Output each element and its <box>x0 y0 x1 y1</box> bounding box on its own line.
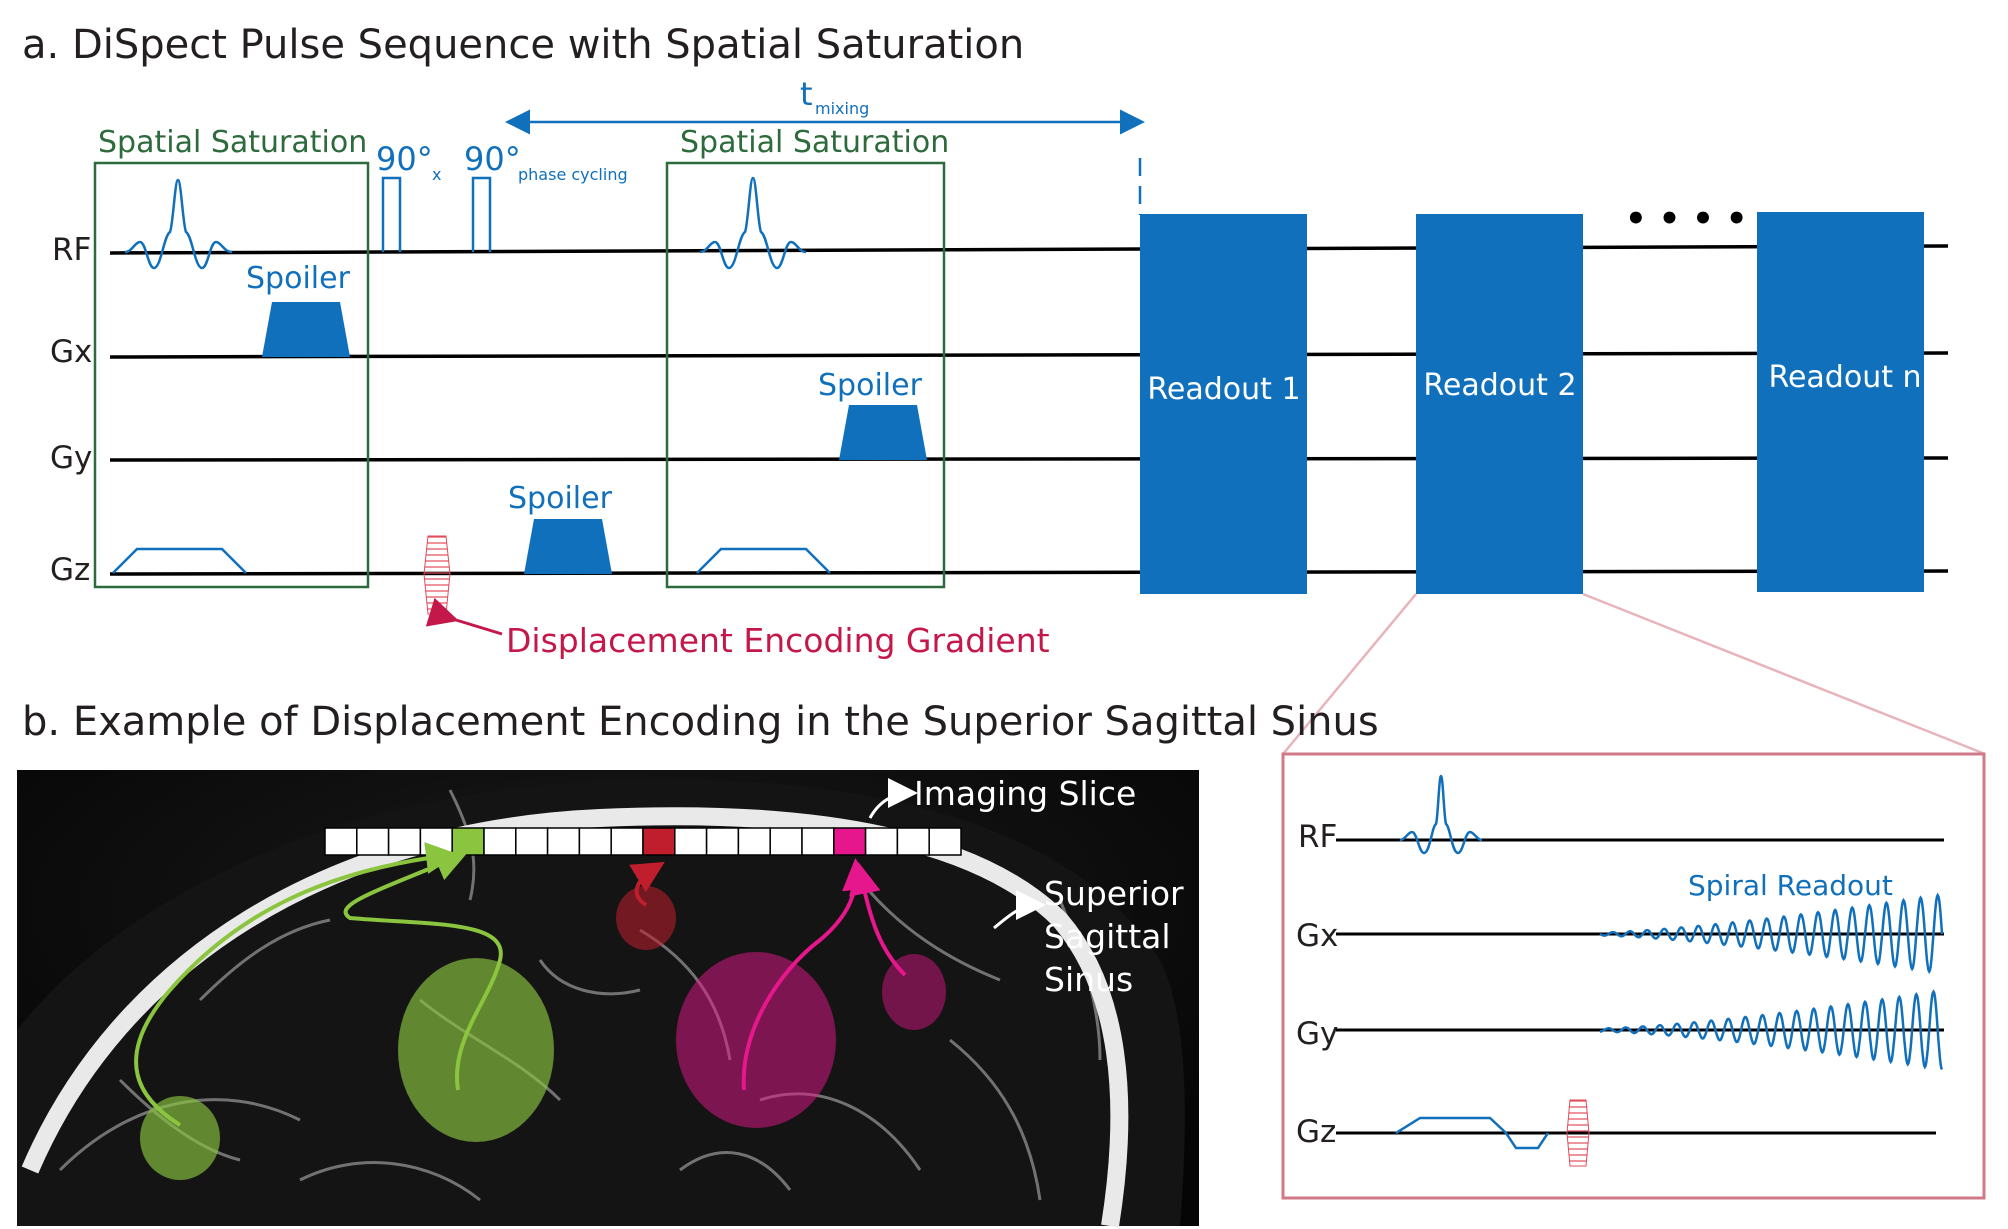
readout-label-n: Readout n <box>1768 360 1921 395</box>
inset-label-rf: RF <box>1298 819 1337 855</box>
spatial-saturation-box-1 <box>93 161 370 589</box>
voxel <box>737 827 771 856</box>
voxel <box>546 827 581 856</box>
gz-slice-select-2 <box>696 547 831 574</box>
timing-baselines <box>109 244 1949 576</box>
voxel <box>483 827 517 856</box>
gz-slice-select-1 <box>112 547 247 574</box>
magenta-region-small <box>882 954 946 1030</box>
voxel <box>451 827 485 856</box>
panel-a-title: a. DiSpect Pulse Sequence with Spatial S… <box>22 22 1024 68</box>
spatial-saturation-label-1: Spatial Saturation <box>98 125 367 160</box>
inset-label-gx: Gx <box>1296 918 1338 954</box>
brain-image: Imaging Slice Superior Sagittal Sinus <box>17 770 1199 1228</box>
green-trajectory-short <box>343 850 503 1091</box>
voxel <box>705 827 740 856</box>
spatial-saturation-label-2: Spatial Saturation <box>680 125 949 160</box>
red-trajectory <box>629 861 665 907</box>
spoiler-gx <box>262 302 350 357</box>
sss-label-line-1: Superior <box>1044 874 1184 913</box>
readout-ellipsis: • • • • <box>1625 199 1747 239</box>
voxel <box>928 827 962 856</box>
readout-label-2: Readout 2 <box>1423 368 1576 403</box>
gy-baseline <box>109 456 1949 462</box>
imaging-slice-label: Imaging Slice <box>914 774 1136 813</box>
pulse2-main: 90° <box>464 140 521 178</box>
voxel <box>896 827 930 856</box>
row-label-gx: Gx <box>50 334 92 370</box>
voxel <box>674 827 708 856</box>
tmixing-main: t <box>800 75 813 113</box>
magenta-region-large <box>676 952 836 1128</box>
voxel <box>801 827 835 856</box>
red-region <box>616 886 676 950</box>
zoom-line-left <box>1282 593 1417 755</box>
sat-rf-sinc-2 <box>699 176 807 270</box>
voxel <box>387 827 422 856</box>
sss-pointer <box>993 890 1046 930</box>
green-region-large <box>398 958 554 1142</box>
pulse1-sub: x <box>432 165 441 184</box>
readout-block-2: Readout 2 <box>1416 214 1583 594</box>
readout-block-n: Readout n <box>1757 212 1924 592</box>
gz-baseline <box>109 569 1949 576</box>
zoom-line-right <box>1582 592 1986 756</box>
displacement-arrow <box>425 597 503 636</box>
pulse1-main: 90° <box>376 140 433 178</box>
row-label-rf: RF <box>52 232 91 268</box>
sss-label-line-2: Sagittal <box>1044 917 1171 956</box>
voxel <box>769 827 803 856</box>
voxel <box>356 827 390 856</box>
imaging-slice-voxels <box>324 827 962 856</box>
rf-pulse-90x <box>381 176 402 252</box>
inset-spiral-gy <box>1600 989 1944 1071</box>
voxel <box>578 827 612 856</box>
inset-rf-sinc <box>1399 774 1483 855</box>
voxel <box>610 827 644 856</box>
voxel <box>419 827 453 856</box>
readout-block-1: Readout 1 <box>1140 214 1307 594</box>
readout-inset-box <box>1281 752 1986 1200</box>
superior-sagittal-sinus-vessel <box>21 807 1129 1228</box>
inset-label-gz: Gz <box>1296 1114 1336 1150</box>
inset-label-gy: Gy <box>1296 1016 1338 1052</box>
spoiler-label-gz: Spoiler <box>508 481 613 516</box>
spiral-readout-label: Spiral Readout <box>1688 869 1893 902</box>
sss-label-line-3: Sinus <box>1044 960 1133 999</box>
spoiler-gz <box>524 519 612 574</box>
inset-gz-slice-select <box>1395 1116 1550 1150</box>
rf-pulse-90-phase <box>471 176 492 252</box>
sat-rf-sinc-1 <box>124 178 233 270</box>
gx-baseline <box>109 351 1949 359</box>
voxel <box>642 827 676 856</box>
inset-row-labels: RF Gx Gy Gz <box>1296 819 1338 1150</box>
displacement-label: Displacement Encoding Gradient <box>506 621 1050 660</box>
row-label-gz: Gz <box>50 552 90 588</box>
imaging-slice-pointer <box>868 778 918 819</box>
voxel <box>833 827 867 856</box>
voxel <box>515 827 549 856</box>
row-label-gy: Gy <box>50 440 92 476</box>
inset-displacement-gradient <box>1566 1099 1590 1167</box>
inset-spiral-gx <box>1599 892 1944 975</box>
green-trajectory-long <box>134 842 458 1127</box>
spoiler-label-gy: Spoiler <box>818 368 923 403</box>
spatial-saturation-box-2 <box>665 161 946 589</box>
green-region-small <box>140 1096 220 1180</box>
pulse2-sub: phase cycling <box>518 165 628 184</box>
rf-baseline <box>109 244 1949 255</box>
magenta-trajectory-small <box>849 862 907 977</box>
readout-label-1: Readout 1 <box>1147 372 1300 407</box>
voxel <box>864 827 899 856</box>
row-labels: RF Gx Gy Gz <box>50 232 92 588</box>
voxel <box>324 827 358 856</box>
panel-b-title: b. Example of Displacement Encoding in t… <box>22 699 1379 745</box>
tmixing-sub: mixing <box>815 99 869 118</box>
spoiler-label-gx: Spoiler <box>246 261 351 296</box>
spoiler-gy <box>839 405 927 460</box>
displacement-gradient-a <box>423 535 451 615</box>
